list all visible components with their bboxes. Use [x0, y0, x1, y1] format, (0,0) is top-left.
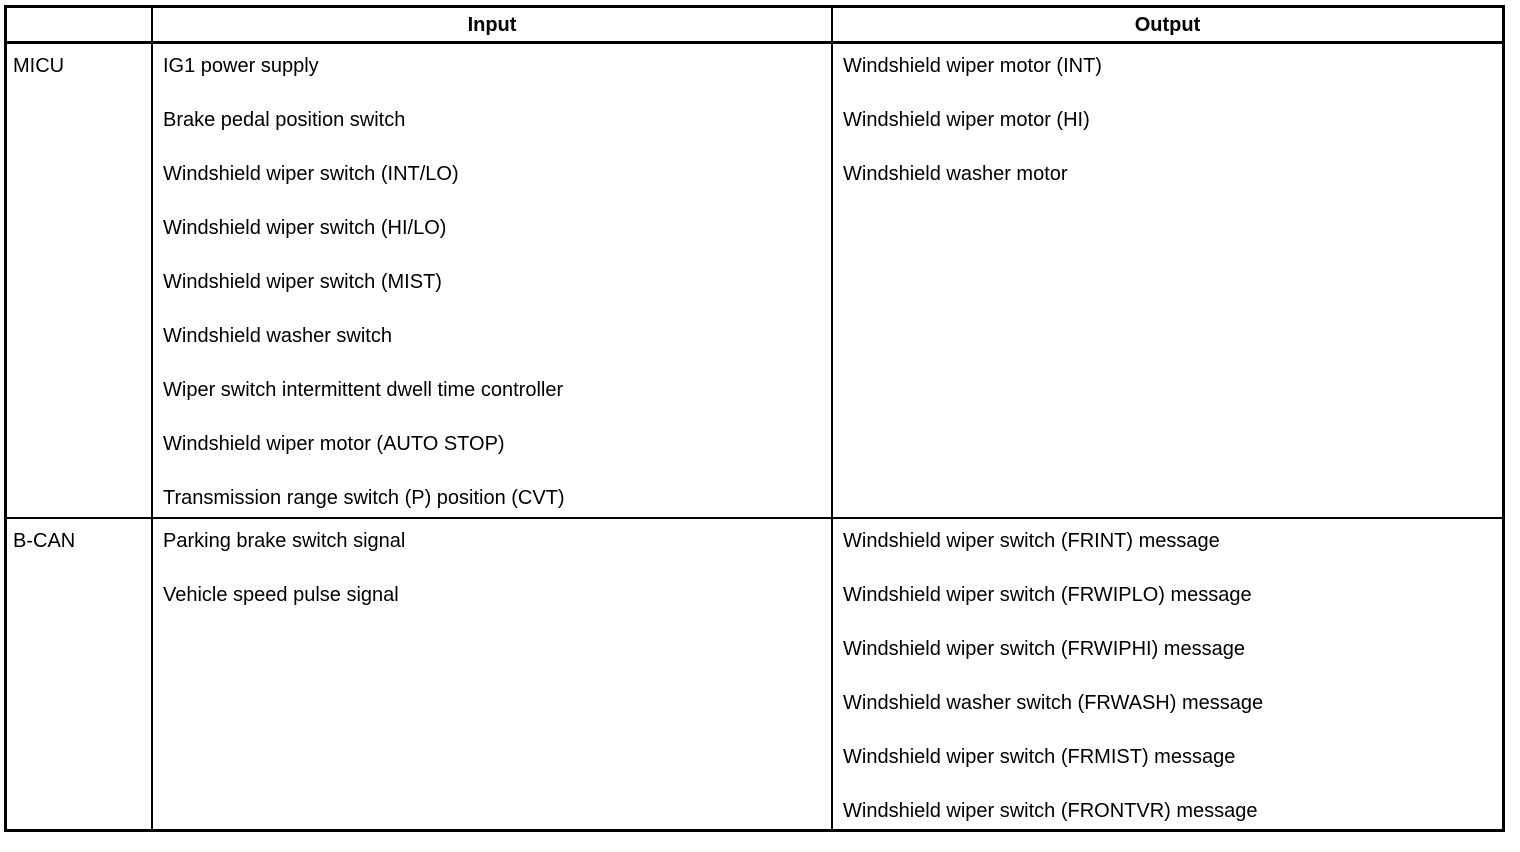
list-item: Windshield wiper switch (MIST): [163, 271, 442, 293]
header-cell-output: Output: [831, 8, 1502, 44]
list-item: Windshield wiper switch (INT/LO): [163, 163, 459, 185]
list-item: Windshield washer switch (FRWASH) messag…: [843, 692, 1264, 714]
table-row-bcan: B-CAN Parking brake switch signal Vehicl…: [7, 519, 1502, 829]
group-label-micu: MICU: [13, 55, 65, 77]
list-item: Transmission range switch (P) position (…: [163, 487, 565, 509]
list-item: Windshield washer motor: [843, 163, 1068, 185]
input-cell-micu: IG1 power supply Brake pedal position sw…: [151, 44, 831, 517]
table-header-row: Input Output: [7, 8, 1502, 44]
group-label-cell-micu: MICU: [7, 44, 151, 517]
list-item: Brake pedal position switch: [163, 109, 406, 131]
output-list-micu: Windshield wiper motor (INT) Windshield …: [839, 53, 1502, 215]
input-output-table: Input Output MICU IG1 power supply Brake…: [4, 5, 1505, 832]
input-list-bcan: Parking brake switch signal Vehicle spee…: [159, 528, 831, 636]
list-item: Vehicle speed pulse signal: [163, 584, 399, 606]
list-item: Windshield wiper switch (FRMIST) message: [843, 746, 1236, 768]
list-item: Windshield wiper motor (AUTO STOP): [163, 433, 505, 455]
list-item: Windshield washer switch: [163, 325, 392, 347]
header-cell-corner: [7, 8, 151, 44]
input-list-micu: IG1 power supply Brake pedal position sw…: [159, 53, 831, 539]
output-cell-micu: Windshield wiper motor (INT) Windshield …: [831, 44, 1502, 517]
output-list-bcan: Windshield wiper switch (FRINT) message …: [839, 528, 1502, 852]
list-item: Wiper switch intermittent dwell time con…: [163, 379, 564, 401]
list-item: IG1 power supply: [163, 55, 319, 77]
group-label-bcan: B-CAN: [13, 530, 76, 552]
table-row-micu: MICU IG1 power supply Brake pedal positi…: [7, 44, 1502, 519]
list-item: Windshield wiper motor (HI): [843, 109, 1090, 131]
list-item: Windshield wiper switch (FRWIPHI) messag…: [843, 638, 1245, 660]
list-item: Parking brake switch signal: [163, 530, 406, 552]
header-cell-input: Input: [151, 8, 831, 44]
list-item: Windshield wiper motor (INT): [843, 55, 1102, 77]
group-label-cell-bcan: B-CAN: [7, 519, 151, 829]
list-item: Windshield wiper switch (FRINT) message: [843, 530, 1220, 552]
input-cell-bcan: Parking brake switch signal Vehicle spee…: [151, 519, 831, 829]
output-cell-bcan: Windshield wiper switch (FRINT) message …: [831, 519, 1502, 829]
list-item: Windshield wiper switch (FRONTVR) messag…: [843, 800, 1258, 822]
list-item: Windshield wiper switch (HI/LO): [163, 217, 447, 239]
list-item: Windshield wiper switch (FRWIPLO) messag…: [843, 584, 1252, 606]
